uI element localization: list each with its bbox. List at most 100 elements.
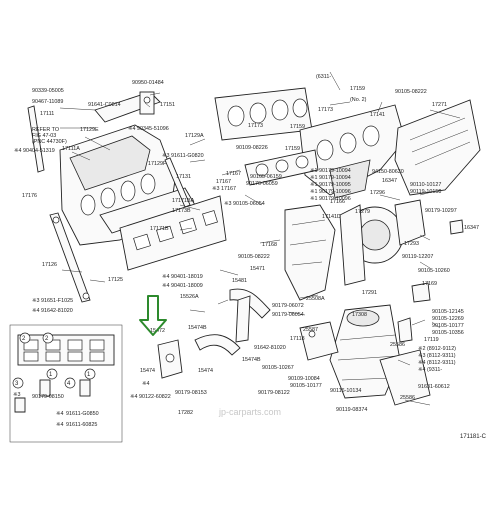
part-label: ※4 (8112-9311) bbox=[418, 360, 456, 366]
part-label: 17173 bbox=[248, 123, 263, 129]
part-label: 17159 bbox=[285, 146, 300, 152]
part-label: 17171B bbox=[150, 226, 169, 232]
part-label: 17167 bbox=[226, 171, 241, 177]
part-label: 17282 bbox=[178, 410, 193, 416]
part-label: 90950-01484 bbox=[132, 80, 164, 86]
part-label: 90110-10127 bbox=[410, 182, 441, 188]
part-label: ※1 90179-10094 bbox=[310, 175, 351, 181]
part-label: 25586 bbox=[390, 342, 405, 348]
inset-number: 4 bbox=[67, 381, 71, 387]
part-label: (PNC 44730F) bbox=[32, 139, 67, 145]
part-label: 90119-08374 bbox=[336, 407, 367, 413]
part-label: 90179-08153 bbox=[175, 390, 207, 396]
turbo-heat-shield bbox=[284, 204, 336, 301]
part-label: ※4 (9311- bbox=[418, 367, 442, 373]
part-label: 17173B bbox=[172, 208, 191, 214]
part-label: ※3 17167 bbox=[212, 186, 236, 192]
part-label: ※4 91642-81020 bbox=[32, 308, 73, 314]
throttle-bracket bbox=[27, 91, 155, 173]
inset-number: 1 bbox=[49, 372, 53, 378]
part-label: 90109-08226 bbox=[236, 145, 268, 151]
part-label: 17151 bbox=[160, 102, 175, 108]
part-label: 90105-10177 bbox=[432, 323, 464, 329]
part-label: 90467-11089 bbox=[32, 99, 63, 105]
exhaust-gasket-lower bbox=[244, 149, 319, 186]
part-label: 90179-08122 bbox=[258, 390, 290, 396]
part-label: 17176 bbox=[22, 193, 37, 199]
part-label: 90105-12269 bbox=[432, 316, 464, 322]
part-label: 17279 bbox=[355, 209, 370, 215]
labels-center: ※4 90401-18019 ※4 90401-18009 15526A 154… bbox=[130, 145, 322, 416]
part-label: 17111 bbox=[40, 111, 54, 117]
highlight-arrow bbox=[139, 295, 167, 336]
part-label: REFER TO bbox=[32, 127, 59, 133]
part-label: 15471 bbox=[250, 266, 265, 272]
part-label: 17131 bbox=[176, 174, 191, 180]
part-label: 25586 bbox=[400, 395, 415, 401]
part-label: 17159 bbox=[350, 86, 365, 92]
heat-insulator bbox=[394, 99, 481, 196]
inset-code: 91611-60825 bbox=[66, 422, 97, 428]
part-label: 17173 bbox=[318, 107, 333, 113]
part-label: 90179-06054 bbox=[272, 312, 304, 318]
part-label: 17168 bbox=[262, 242, 277, 248]
part-label: 17296 bbox=[370, 190, 385, 196]
part-label: 15526A bbox=[180, 294, 199, 300]
watermark: jp-carparts.com bbox=[218, 407, 281, 417]
figure-code: 171181-C bbox=[460, 434, 487, 440]
inset-code: 90179-08150 bbox=[32, 394, 64, 400]
air-pipe-assembly bbox=[157, 288, 271, 379]
part-label: 17129E bbox=[80, 127, 99, 133]
part-label: 90179-10297 bbox=[425, 208, 457, 214]
part-label: 17159 bbox=[290, 124, 305, 130]
part-label: 17141 bbox=[370, 112, 385, 118]
part-label: 17169 bbox=[422, 281, 437, 287]
part-label: ※4 90401-18019 bbox=[162, 274, 203, 280]
part-label: 15481 bbox=[232, 278, 247, 284]
part-label: 17129A bbox=[185, 133, 204, 139]
part-label: (No. 2) bbox=[350, 97, 367, 103]
labels-top-mid: 90950-01484 91641-C0814 17151 ※4 90345-5… bbox=[88, 80, 204, 214]
leader-lines bbox=[59, 71, 461, 406]
inset-mark: ※4 bbox=[56, 422, 64, 428]
part-label: FIG 47-03 bbox=[32, 133, 56, 139]
part-label: 90119-12207 bbox=[402, 254, 433, 260]
part-label: 90105-10267 bbox=[262, 365, 294, 371]
part-label: 17167 bbox=[216, 179, 231, 185]
part-label: ※2 (8912-9112) bbox=[418, 346, 456, 352]
inset-number: 2 bbox=[22, 336, 26, 342]
part-label: 90105-08222 bbox=[238, 254, 270, 260]
small-bracket-right bbox=[397, 219, 464, 343]
part-label: ※3 (8112-9311) bbox=[418, 353, 456, 359]
part-label: 25587 bbox=[303, 327, 318, 333]
part-label: 17141D bbox=[322, 214, 341, 220]
part-label: 94150-80630 bbox=[372, 169, 404, 175]
part-label: 90105-12145 bbox=[432, 309, 464, 315]
inset-mark: ※3 bbox=[13, 392, 21, 398]
part-label: 17111A bbox=[62, 146, 80, 152]
part-label: ※4 90122-60822 bbox=[130, 394, 171, 400]
part-label: 15474B bbox=[188, 325, 207, 331]
part-label: 15474B bbox=[242, 357, 261, 363]
part-label: 17171BA bbox=[172, 198, 195, 204]
inset-labels: 2 2 1 1 3 4 90179-08150 91611-G0850 9161… bbox=[13, 336, 99, 428]
exhaust-manifold bbox=[299, 104, 406, 199]
inset-number: 2 bbox=[45, 336, 49, 342]
part-label: 17293 bbox=[404, 241, 419, 247]
part-label: ※3 91651-F1025 bbox=[32, 298, 73, 304]
part-label: 90339-05005 bbox=[32, 88, 64, 94]
part-label: 90179-06072 bbox=[272, 303, 304, 309]
inset-mark: ※4 bbox=[56, 411, 64, 417]
labels-left: 90339-05005 90467-11089 17111 REFER TO F… bbox=[14, 88, 169, 314]
intake-manifold-assembly bbox=[59, 91, 196, 246]
inset-code: 91611-G0850 bbox=[66, 411, 99, 417]
part-label: 17126 bbox=[42, 262, 57, 268]
exhaust-gasket-top bbox=[214, 87, 313, 141]
part-label: 91641-C0814 bbox=[88, 102, 121, 108]
part-label: 90105-10177 bbox=[290, 383, 322, 389]
part-label: 90105-10260 bbox=[418, 268, 450, 274]
part-label: 90116-10134 bbox=[330, 388, 361, 394]
part-label: 90176-06059 bbox=[246, 181, 278, 187]
